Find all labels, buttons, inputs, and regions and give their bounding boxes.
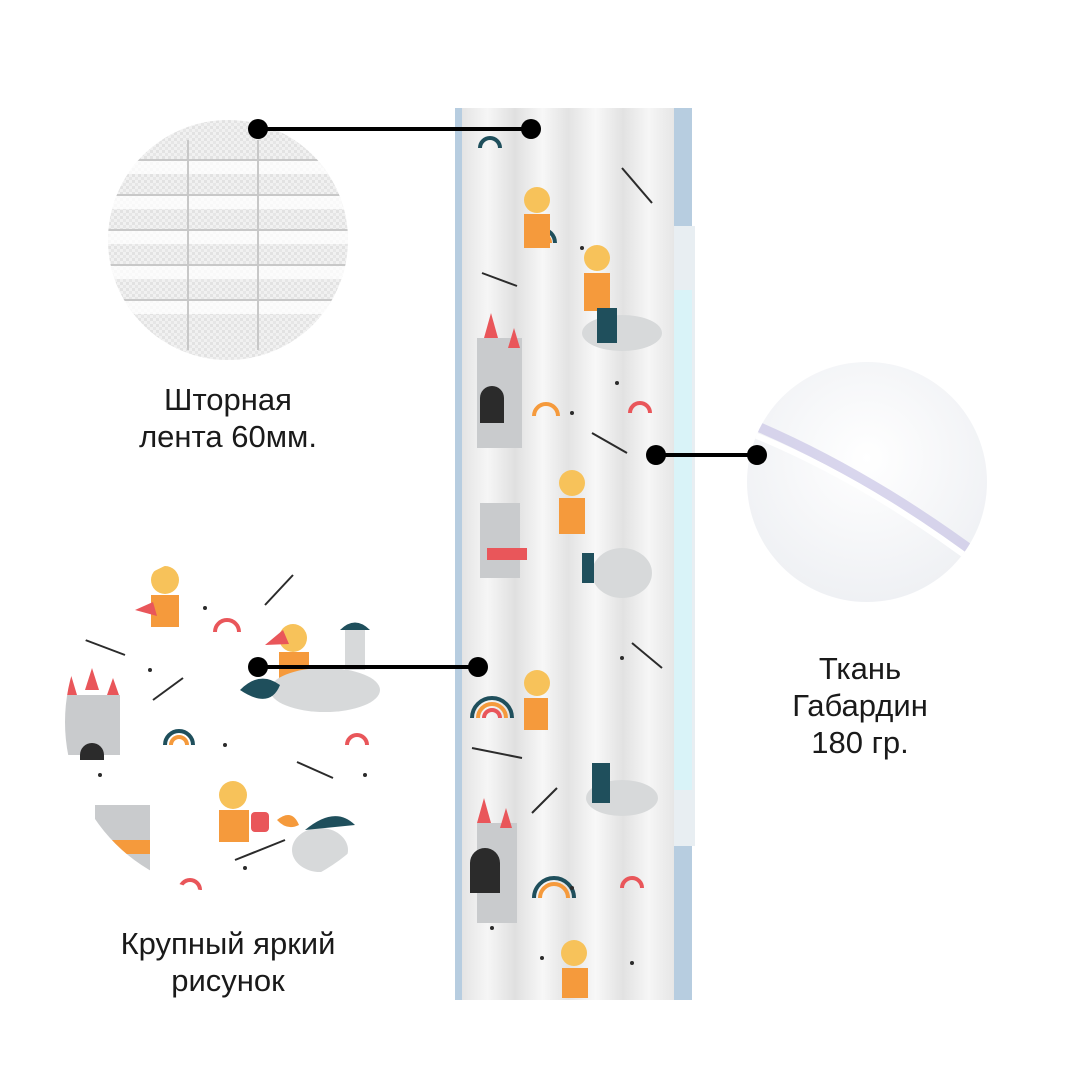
fabric-label-line3: 180 гр. (811, 725, 909, 760)
print-label-line2: рисунок (171, 963, 285, 998)
curtain-tape-closeup (108, 120, 348, 360)
tape-marker-end (521, 119, 541, 139)
fabric-label-line1: Ткань (818, 651, 902, 686)
curtain-tape-label: Шторная лента 60мм. (100, 381, 356, 455)
fabric-label-line2: Габардин (792, 688, 928, 723)
tape-marker-start (248, 119, 268, 139)
curtain-tape-label-line2: лента 60мм. (139, 419, 317, 454)
print-marker-end (468, 657, 488, 677)
print-pattern-closeup (65, 550, 409, 894)
curtain-panel (462, 108, 674, 1000)
print-marker-start (248, 657, 268, 677)
print-label-line1: Крупный яркий (120, 926, 336, 961)
fabric-marker-start (646, 445, 666, 465)
gabardine-fabric-closeup (747, 362, 987, 602)
fabric-marker-end (747, 445, 767, 465)
fabric-label: Ткань Габардин 180 гр. (760, 650, 960, 761)
curtain-tape-label-line1: Шторная (164, 382, 292, 417)
print-label: Крупный яркий рисунок (70, 925, 386, 999)
